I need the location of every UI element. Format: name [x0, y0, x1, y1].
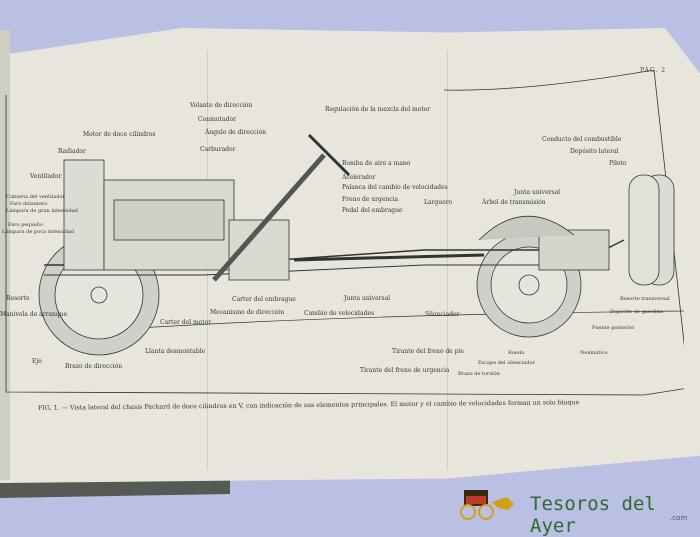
label-lampara-poca: Lámpara de poca intensidad	[2, 229, 75, 235]
label-larguero: Larguero	[424, 199, 453, 206]
label-piloto: Piloto	[609, 160, 627, 167]
label-junta-universal-l: Junta universal	[344, 295, 391, 302]
label-tirante-pie: Tirante del freno de pie	[392, 348, 464, 355]
label-lampara: Lámpara de gran intensidad	[6, 208, 78, 214]
carriage-logo-icon	[460, 490, 514, 520]
label-mecanismo: Mecanismo de dirección	[210, 309, 285, 316]
label-bomba: Bomba de aire a mano	[342, 160, 411, 167]
label-eje: Eje	[32, 358, 42, 365]
label-tirante-urgencia: Tirante del freno de urgencia	[360, 367, 450, 374]
label-conmutador: Conmutador	[198, 116, 236, 123]
label-cambio: Cambio de velocidades	[304, 310, 375, 317]
watermark-suffix: .com	[670, 514, 688, 522]
label-manivela: Manivela de arranque	[0, 311, 68, 318]
label-resorte-transversal: Resorte transversal	[620, 296, 670, 302]
label-puente: Puente posterior	[592, 325, 635, 331]
label-motor: Motor de doce cilindros	[83, 131, 156, 138]
label-cubierta: Cubierta del ventilador	[6, 194, 65, 200]
label-resorte: Resorte	[6, 295, 30, 302]
label-conducto: Conducto del combustible	[542, 136, 622, 143]
label-brazo-direccion: Brazo de dirección	[65, 363, 123, 370]
label-junta-universal-r: Junta universal	[514, 189, 561, 196]
label-faro: Faro delantero	[10, 201, 48, 207]
page-edges	[0, 30, 10, 480]
label-faro-pequeno: Faro pequeño	[8, 222, 43, 228]
label-neumatico: Neumático	[580, 350, 608, 356]
label-llanta: Llanta desmontable	[145, 348, 206, 355]
label-carburador: Carburador	[200, 146, 236, 153]
label-volante: Volante de dirección	[190, 102, 253, 109]
chassis-diagram	[5, 70, 684, 396]
label-silenciador: Silenciador	[425, 311, 460, 318]
label-rueda: Rueda	[508, 350, 525, 356]
label-deposito-lateral: Depósito lateral	[570, 148, 619, 155]
label-carter-motor: Carter del motor	[160, 319, 212, 326]
label-arbol: Árbol de transmisión	[482, 199, 546, 206]
label-palanca: Palanca del cambio de velocidades	[342, 184, 448, 191]
label-brazo-torsion: Brazo de torsión	[458, 371, 500, 377]
label-ventilador: Ventilador	[30, 173, 62, 180]
label-freno-urgencia: Freno de urgencia	[342, 196, 399, 203]
label-angulo: Ángulo de dirección	[205, 129, 266, 136]
label-deposito-gasolina: Depósito de gasolina	[610, 309, 663, 315]
label-escape: Escape del silenciador	[478, 360, 536, 366]
label-radiador: Radiador	[58, 148, 86, 155]
label-carter-embrague: Carter del embrague	[232, 296, 296, 303]
page-fold	[447, 50, 448, 470]
label-pedal: Pedal del embrague	[342, 207, 403, 214]
page-number: PÁG. 2	[640, 67, 667, 74]
label-acelerador: Acelerador	[342, 174, 376, 181]
label-regulacion: Regulación de la mezcla del motor	[325, 106, 431, 113]
